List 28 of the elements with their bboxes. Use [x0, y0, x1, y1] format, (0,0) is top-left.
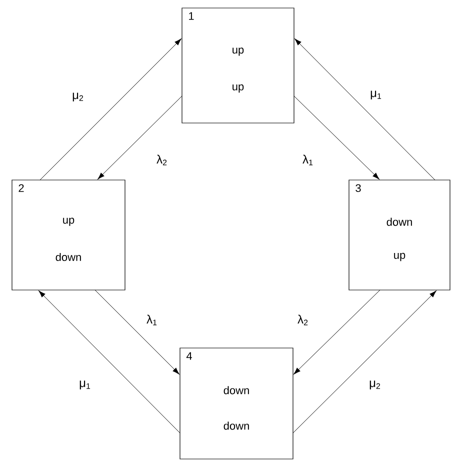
rate-label: λ$_{2}$ — [298, 314, 308, 326]
state-label: up — [232, 48, 244, 56]
state-number: 1 — [189, 12, 194, 20]
rate-label: μ$_{2}$ — [72, 92, 84, 102]
arrow — [94, 290, 180, 374]
state-label: down — [224, 422, 249, 430]
rate-label: λ$_{1}$ — [146, 314, 157, 326]
rate-label: λ$_{1}$ — [302, 154, 313, 166]
state-label: up — [63, 218, 74, 226]
rate-label: μ$_{2}$ — [370, 380, 380, 390]
state-label: down — [224, 386, 249, 394]
state-number: 3 — [356, 184, 361, 192]
state-label: up — [394, 252, 406, 262]
arrow — [294, 290, 380, 374]
state-label: up — [232, 84, 244, 93]
state-number: 2 — [18, 184, 24, 192]
arrow — [40, 38, 182, 180]
arrow — [294, 38, 436, 180]
state-label: down — [386, 218, 412, 226]
arrow — [294, 96, 380, 180]
state-label: down — [56, 252, 81, 262]
arrow — [38, 290, 180, 434]
rate-label: λ$_{2}$ — [156, 154, 167, 166]
arrow — [292, 290, 436, 434]
rate-label: μ$_{1}$ — [370, 90, 382, 100]
arrow — [98, 96, 182, 180]
rate-label: μ$_{1}$ — [80, 380, 90, 390]
state-number: 4 — [186, 352, 192, 360]
